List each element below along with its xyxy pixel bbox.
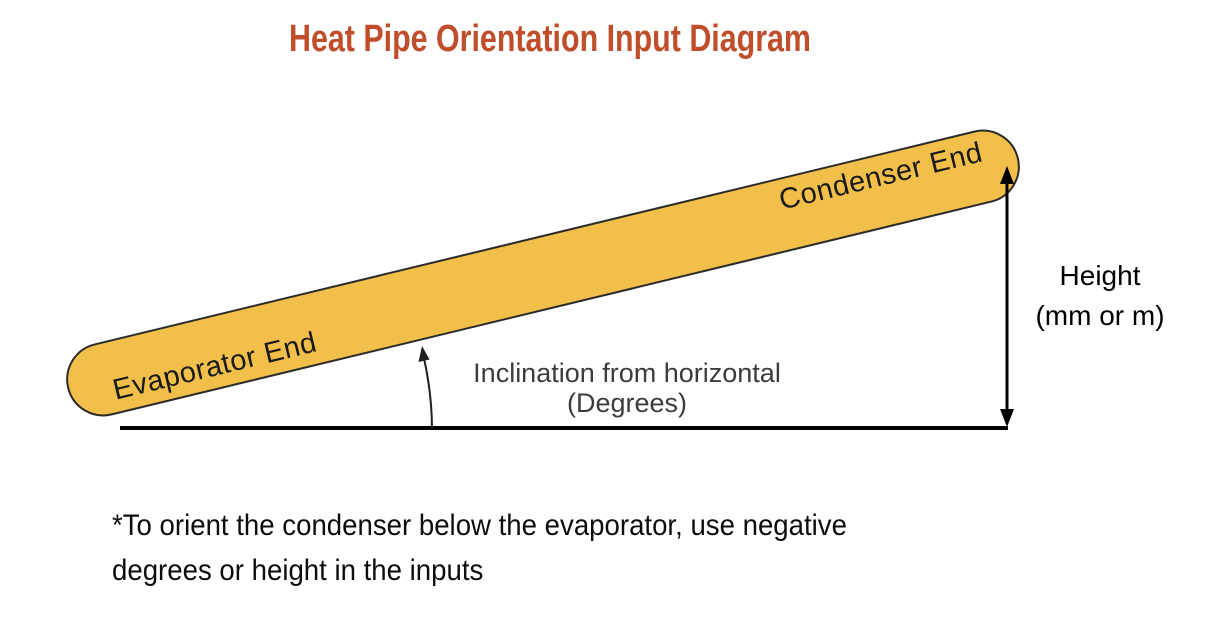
inclination-label: Inclination from horizontal (Degrees) [441,358,813,418]
footnote: *To orient the condenser below the evapo… [112,503,847,593]
height-label-line1: Height [1059,260,1141,291]
height-arrow-up-head-icon [1000,166,1014,184]
height-label-line2: (mm or m) [1035,300,1165,331]
inclination-label-line1: Inclination from horizontal [473,358,781,388]
footnote-line2: degrees or height in the inputs [112,554,484,587]
inclination-label-line2: (Degrees) [566,388,688,418]
height-arrow-down-head-icon [1000,409,1014,427]
footnote-line1: *To orient the condenser below the evapo… [112,509,847,542]
heat-pipe-body [66,129,1020,417]
inclination-arrowhead-icon [418,346,430,362]
height-label: Height (mm or m) [1015,256,1185,336]
page-title: Heat Pipe Orientation Input Diagram [289,18,811,60]
inclination-arc [422,353,433,429]
